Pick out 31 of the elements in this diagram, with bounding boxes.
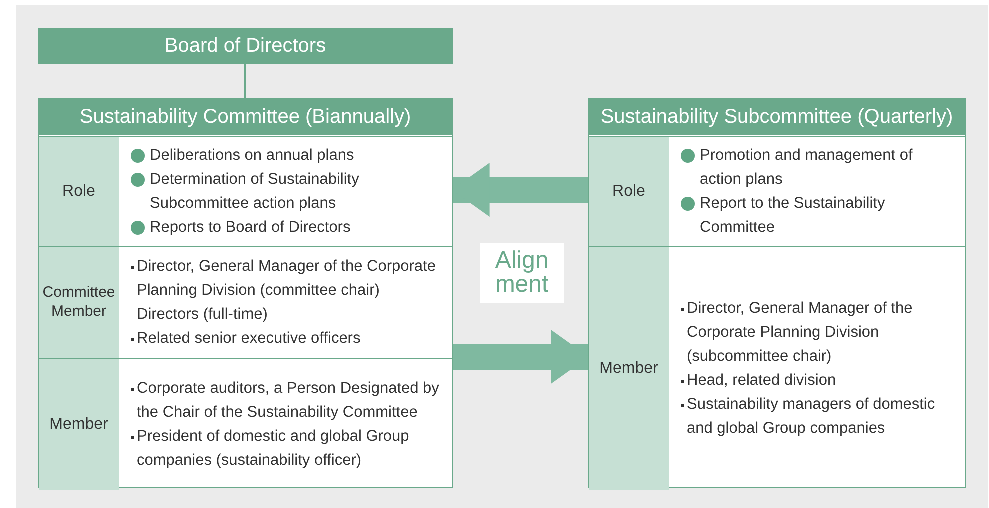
list-item-text: Corporate auditors, a Person Designated by the Chair of the Sustainability Committee xyxy=(137,378,440,422)
list-item-text: Reports to Board of Directors xyxy=(150,218,351,238)
row-label-cell: Role xyxy=(589,137,669,247)
table-panel xyxy=(588,98,966,488)
table-row xyxy=(39,136,452,247)
block-arrow xyxy=(452,163,589,217)
list-item-text: Report to the Sustainability Committee xyxy=(700,194,886,238)
list-item-text: Director, General Manager of the Corporate Planning Division (subcommittee chair) xyxy=(687,298,914,366)
table-row xyxy=(39,246,452,359)
list-item-text: Director, General Manager of the Corporate Planning Division (committee chair) Directors (full-time) xyxy=(137,257,437,325)
connector-line xyxy=(244,64,246,98)
table-row xyxy=(589,246,965,490)
list-item-text: President of domestic and global Group companies (sustainability officer) xyxy=(137,426,410,470)
table-row xyxy=(589,136,965,247)
list-item-text: Deliberations on annual plans xyxy=(150,146,354,166)
table-row xyxy=(39,358,452,490)
alignment-label: Alignment xyxy=(480,243,564,303)
panel-title: Sustainability Subcommittee (Quarterly) xyxy=(600,104,954,130)
list-item-text: Promotion and management of action plans xyxy=(700,146,914,190)
table-panel xyxy=(38,98,453,488)
row-label-cell: Committee Member xyxy=(39,247,119,359)
row-label-cell: Role xyxy=(39,137,119,247)
row-label-cell: Member xyxy=(589,247,669,490)
block-arrow xyxy=(452,330,589,384)
list-item-text: Sustainability managers of domestic and global Group companies xyxy=(687,394,936,438)
list-item-text: Determination of Sustainability Subcommittee action plans xyxy=(150,170,360,214)
list-item-text: Head, related division xyxy=(687,370,836,390)
header-box: Board of Directors xyxy=(38,28,453,64)
panel-title: Sustainability Committee (Biannually) xyxy=(78,104,412,130)
row-label-cell: Member xyxy=(39,359,119,490)
list-item-text: Related senior executive officers xyxy=(137,329,361,349)
